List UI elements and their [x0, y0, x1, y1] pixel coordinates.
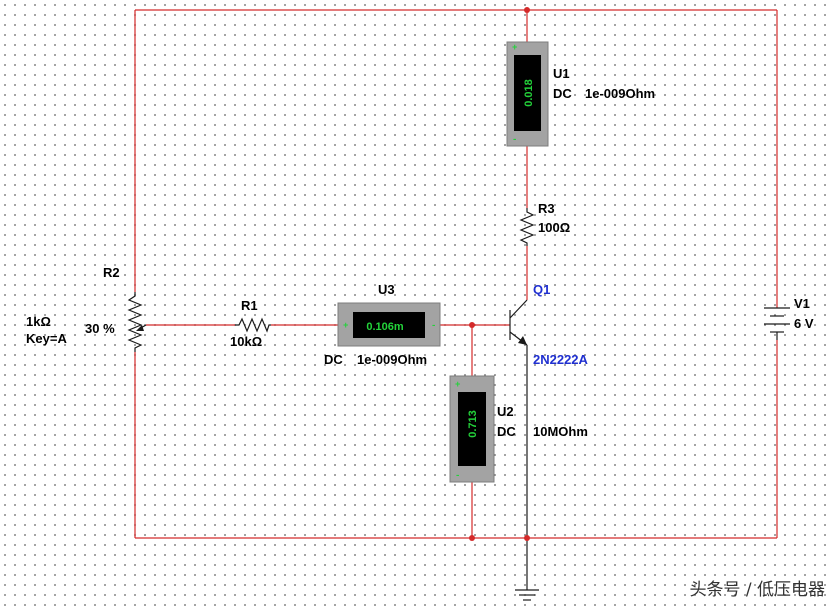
label-v1-ref: V1 — [794, 296, 810, 311]
label-r2-percent: 30 % — [85, 321, 115, 336]
ammeter-u1[interactable]: + - 0.018 — [506, 41, 549, 147]
junction-dot — [469, 322, 475, 328]
svg-text:+: + — [343, 321, 348, 331]
ground-icon — [515, 589, 539, 601]
label-u3-mode: DC — [324, 352, 343, 367]
meter-reading-u3: 0.106m — [366, 321, 404, 333]
meter-reading-u2: 0.713 — [467, 410, 479, 438]
ammeter-u3[interactable]: + - 0.106m — [337, 302, 441, 347]
label-u1-mode: DC — [553, 86, 572, 101]
transistor-q1-icon[interactable] — [509, 299, 528, 346]
label-v1-value: 6 V — [794, 316, 814, 331]
label-u2-resistance: 10MOhm — [533, 424, 588, 439]
label-u3-resistance: 1e-009Ohm — [357, 352, 427, 367]
label-r2-value: 1kΩ — [26, 314, 51, 329]
label-r2-ref: R2 — [103, 265, 120, 280]
label-u1-ref: U1 — [553, 66, 570, 81]
svg-text:+: + — [512, 43, 517, 53]
label-r3-value: 100Ω — [538, 220, 570, 235]
label-r1-ref: R1 — [241, 298, 258, 313]
svg-text:-: - — [431, 321, 436, 331]
meter-reading-u1: 0.018 — [523, 79, 535, 107]
resistor-r3-icon[interactable] — [519, 208, 535, 246]
watermark-text: 头条号 / 低压电器 — [689, 580, 825, 600]
label-u1-resistance: 1e-009Ohm — [585, 86, 655, 101]
battery-v1-icon[interactable] — [764, 307, 790, 340]
svg-text:-: - — [455, 471, 460, 481]
voltmeter-u2[interactable]: + - 0.713 — [449, 375, 495, 483]
svg-text:+: + — [455, 380, 460, 390]
label-q1-model: 2N2222A — [533, 352, 589, 367]
label-u3-ref: U3 — [378, 282, 395, 297]
svg-text:-: - — [512, 135, 517, 145]
wires — [134, 9, 778, 539]
junction-dot — [469, 535, 475, 541]
resistor-r1-icon[interactable] — [235, 317, 271, 333]
potentiometer-r2-icon[interactable] — [127, 292, 147, 352]
label-q1-ref: Q1 — [533, 282, 550, 297]
junction-dot — [524, 7, 530, 13]
label-r1-value: 10kΩ — [230, 334, 262, 349]
label-r3-ref: R3 — [538, 201, 555, 216]
junction-dot — [524, 535, 530, 541]
label-r2-key: Key=A — [26, 331, 67, 346]
label-u2-mode: DC — [497, 424, 516, 439]
label-u2-ref: U2 — [497, 404, 514, 419]
